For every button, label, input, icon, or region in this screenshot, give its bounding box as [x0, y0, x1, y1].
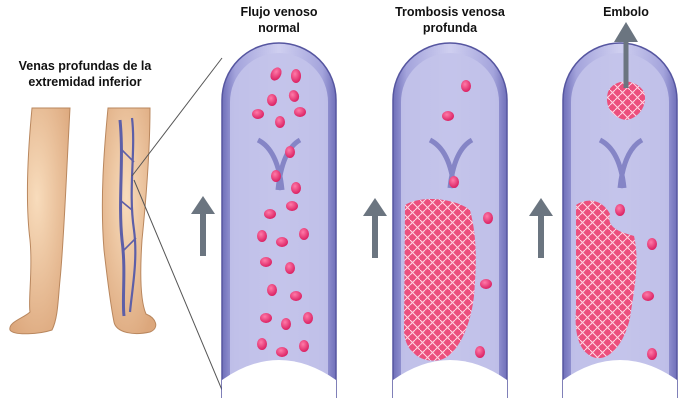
label-dvt-line2: profunda [423, 21, 478, 35]
label-embolus: Embolo [603, 5, 649, 19]
vein-dvt [393, 43, 507, 398]
legs-illustration [10, 58, 222, 390]
label-normal-line1: Flujo venoso [240, 5, 317, 19]
label-legs-line2: extremidad inferior [28, 75, 141, 89]
label-dvt-line1: Trombosis venosa [395, 5, 506, 19]
label-normal-line2: normal [258, 21, 300, 35]
vein-normal [222, 43, 336, 398]
label-legs-line1: Venas profundas de la [19, 59, 153, 73]
vein-embolus [563, 43, 677, 398]
